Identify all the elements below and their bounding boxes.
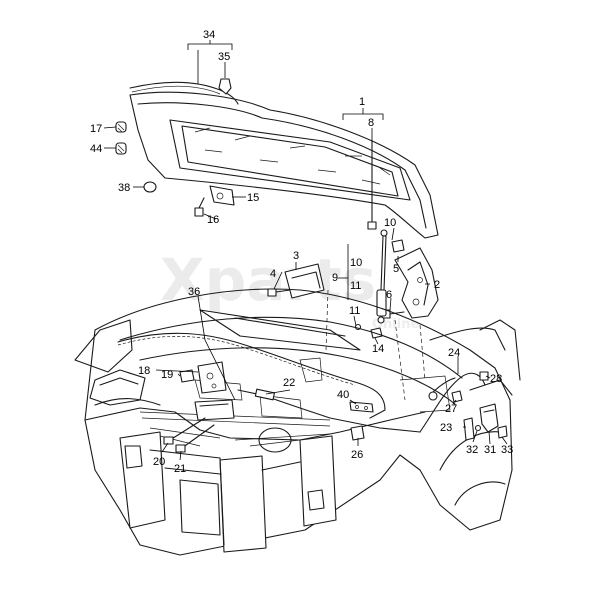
bolt-8 [367, 139, 377, 230]
bolt-5 [391, 239, 405, 253]
emblem [258, 427, 292, 453]
hood-lock-18 [197, 361, 227, 394]
callout-40: 40 [337, 389, 349, 401]
callout-24: 24 [448, 347, 460, 359]
callout-4: 4 [270, 268, 276, 280]
callout-3: 3 [293, 250, 299, 262]
clip-26 [350, 425, 365, 441]
hinge-2 [394, 247, 439, 319]
callout-17: 17 [90, 123, 102, 135]
release-cable-24 [419, 372, 486, 433]
clip-27 [451, 390, 463, 403]
callout-16: 16 [207, 214, 219, 226]
release-cable-36 [117, 332, 386, 419]
lock-bracket-15 [209, 185, 235, 206]
bracket-28 [479, 371, 489, 381]
buffer-44 [115, 142, 127, 155]
buffer-38 [143, 181, 157, 193]
callout-22: 22 [283, 377, 295, 389]
screw-20 [163, 417, 206, 445]
handle-23 [463, 417, 475, 441]
callout-18: 18 [138, 365, 150, 377]
callout-6: 6 [386, 289, 392, 301]
callout-8: 8 [368, 117, 374, 129]
bowden-cable-22 [237, 388, 421, 433]
lock-carrier [194, 399, 235, 421]
hood-panel [129, 91, 439, 239]
callout-26: 26 [351, 449, 363, 461]
callout-34: 34 [203, 29, 215, 41]
callout-44: 44 [90, 143, 102, 155]
clip-35 [218, 78, 232, 95]
callout-1: 1 [359, 96, 365, 108]
callout-27: 27 [445, 403, 457, 415]
pin-32 [474, 424, 482, 432]
callout-15: 15 [247, 192, 259, 204]
callout-31: 31 [484, 444, 496, 456]
guide-19 [179, 369, 195, 383]
gas-strut-9 [376, 229, 388, 324]
callout-33: 33 [501, 444, 513, 456]
bolt-16 [194, 197, 205, 217]
watermark-main: Xparts [160, 246, 376, 314]
callout-5: 5 [393, 263, 399, 275]
clip-33 [497, 425, 508, 439]
callout-36: 36 [188, 286, 200, 298]
release-lever-31 [479, 403, 499, 433]
callout-2: 2 [434, 279, 440, 291]
hood-seal-34 [129, 81, 239, 105]
callout-19: 19 [161, 369, 173, 381]
callout-21: 21 [174, 463, 186, 475]
screw-21 [175, 424, 215, 453]
callout-35: 35 [218, 51, 230, 63]
callout-38: 38 [118, 182, 130, 194]
callout-14: 14 [372, 343, 384, 355]
callout-11-upper: 11 [350, 280, 361, 292]
leader-lines [103, 40, 508, 461]
front-body [74, 288, 521, 556]
callout-9: 9 [332, 272, 338, 284]
bracket-40 [349, 401, 374, 413]
callout-11-lower: 11 [349, 305, 360, 317]
callout-23: 23 [440, 422, 452, 434]
buffer-17 [115, 121, 127, 133]
callout-28: 28 [490, 373, 502, 385]
callout-10: 10 [350, 257, 362, 269]
callout-10-top: 10 [384, 217, 396, 229]
callout-20: 20 [153, 456, 165, 468]
callout-32: 32 [466, 444, 478, 456]
